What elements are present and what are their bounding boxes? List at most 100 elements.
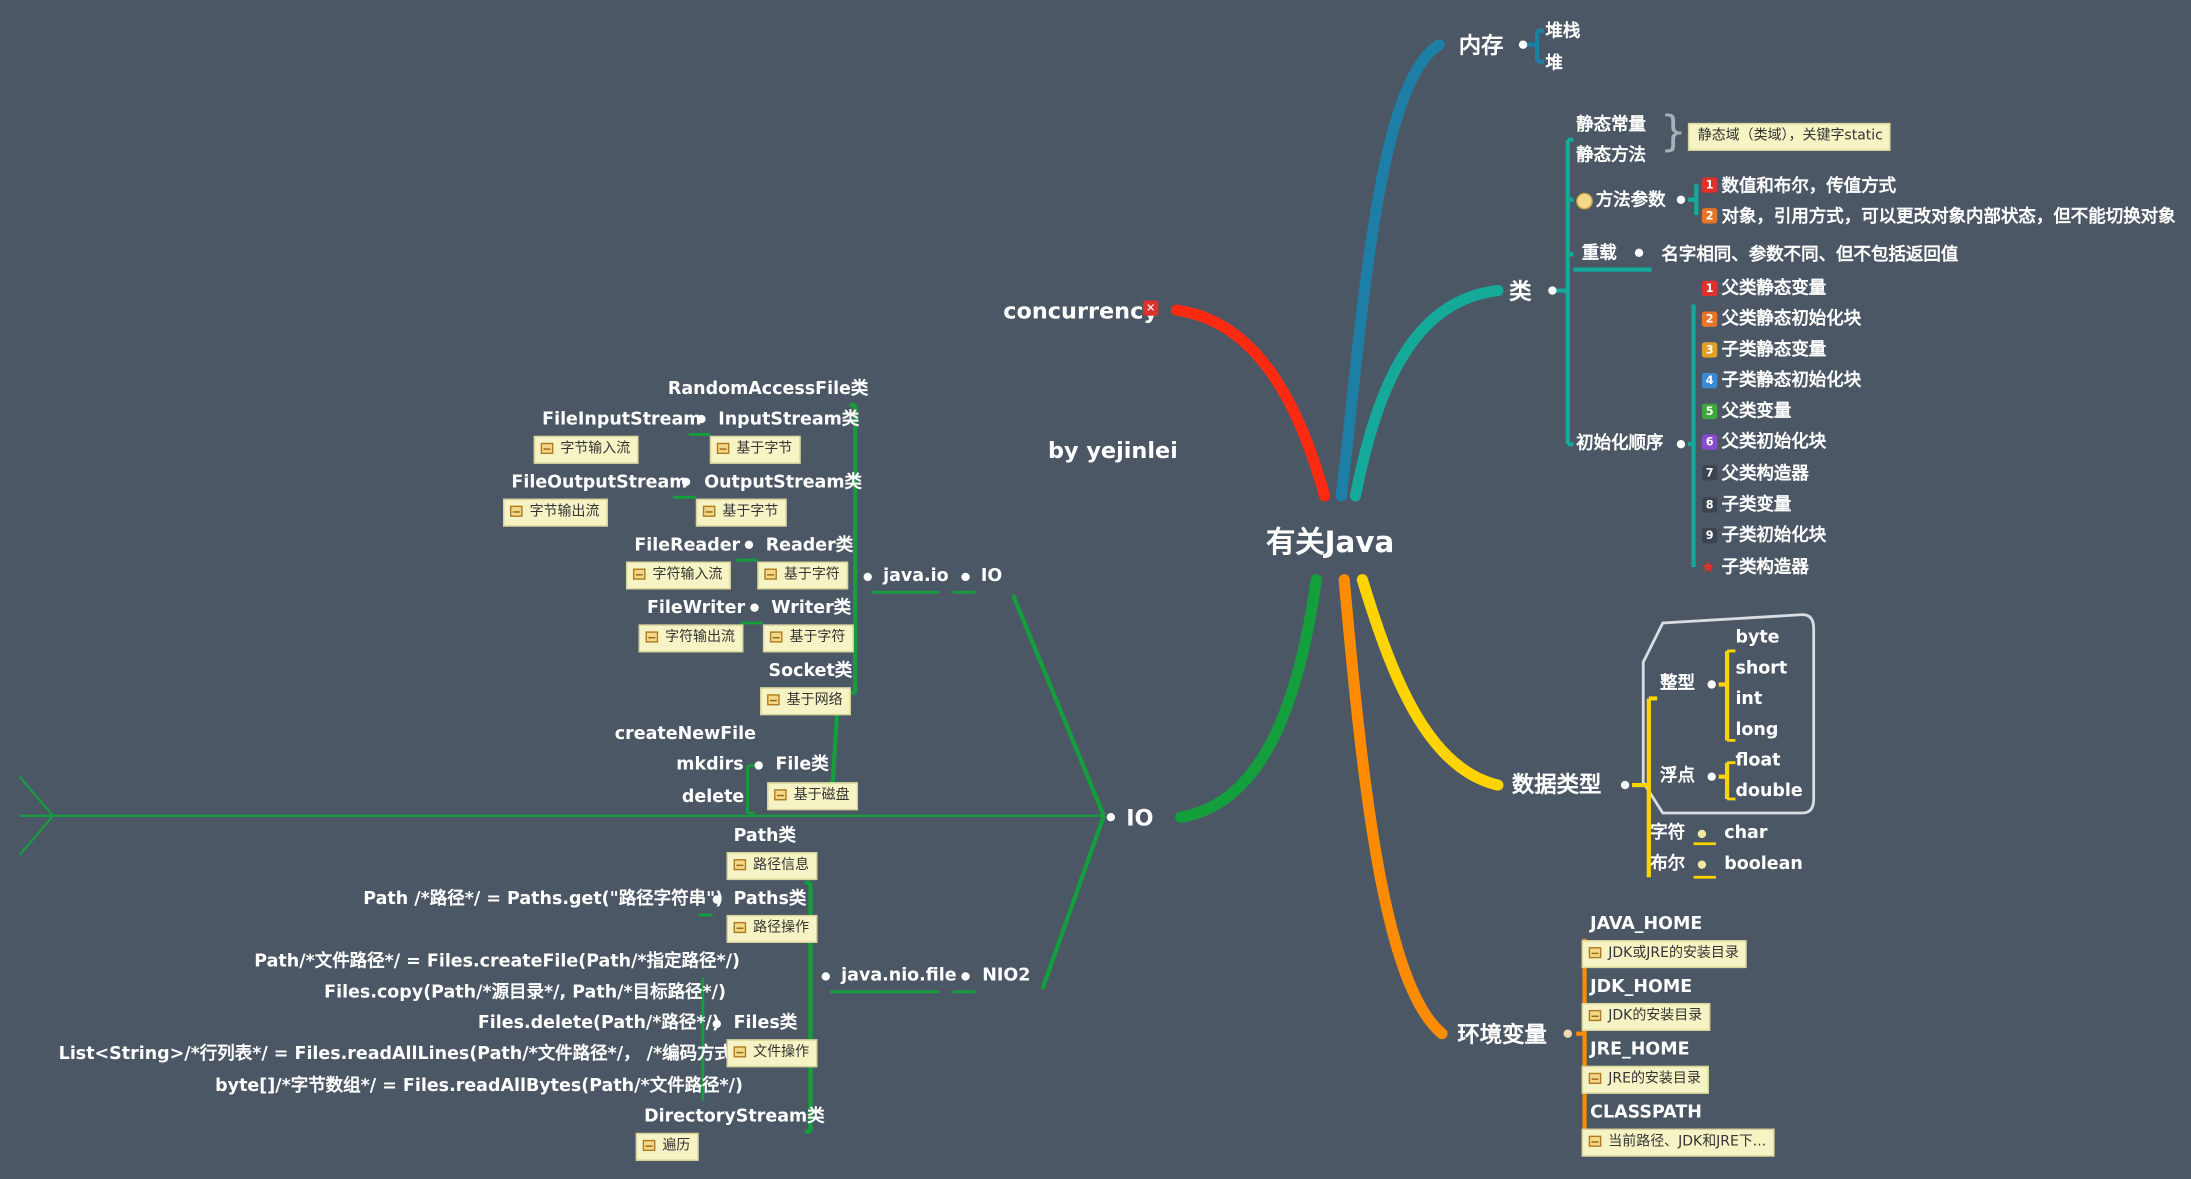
collapse-dot-icon[interactable] bbox=[1548, 286, 1557, 295]
char-group[interactable]: 字符 bbox=[1650, 821, 1686, 843]
files-class[interactable]: Files类 bbox=[733, 1011, 798, 1033]
path-class[interactable]: Path类 bbox=[733, 824, 796, 846]
env-name[interactable]: CLASSPATH bbox=[1590, 1100, 1702, 1122]
int-type[interactable]: int bbox=[1735, 687, 1763, 709]
topic-class[interactable]: 类 bbox=[1509, 277, 1532, 305]
init-item[interactable]: 子类静态变量 bbox=[1721, 338, 1827, 360]
static-method[interactable]: 静态方法 bbox=[1576, 143, 1647, 165]
topic-io[interactable]: IO bbox=[1126, 804, 1154, 832]
topic-datatypes[interactable]: 数据类型 bbox=[1511, 771, 1602, 798]
io-sub[interactable]: IO bbox=[980, 564, 1003, 586]
collapse-dot-icon[interactable] bbox=[750, 603, 759, 612]
method-params[interactable]: 方法参数 bbox=[1595, 188, 1666, 210]
float-group[interactable]: 浮点 bbox=[1659, 764, 1695, 786]
topic-concurrency[interactable]: concurrency bbox=[1003, 297, 1158, 325]
topic-memory[interactable]: 内存 bbox=[1458, 32, 1504, 59]
collapse-dot-icon[interactable] bbox=[1518, 40, 1528, 49]
env-name[interactable]: JDK_HOME bbox=[1590, 975, 1693, 996]
files-code[interactable]: Files.delete(Path/*路径*/) bbox=[477, 1011, 720, 1033]
int-type[interactable]: long bbox=[1735, 718, 1779, 739]
collapse-dot-icon[interactable] bbox=[754, 761, 763, 770]
int-group[interactable]: 整型 bbox=[1659, 671, 1695, 693]
file-op[interactable]: createNewFile bbox=[614, 722, 756, 744]
collapse-dot-icon[interactable] bbox=[961, 572, 970, 582]
file-class[interactable]: File类 bbox=[775, 752, 829, 774]
file-output-stream[interactable]: FileOutputStream bbox=[511, 470, 688, 492]
param-item[interactable]: 数值和布尔，传值方式 bbox=[1721, 174, 1897, 196]
collapse-dot-icon[interactable] bbox=[1707, 680, 1716, 689]
collapse-dot-icon[interactable] bbox=[1676, 195, 1686, 204]
collapse-dot-icon[interactable] bbox=[1707, 772, 1716, 781]
bool-type[interactable]: boolean bbox=[1724, 852, 1803, 874]
file-op[interactable]: mkdirs bbox=[676, 752, 744, 774]
collapse-dot-icon[interactable] bbox=[1634, 248, 1644, 258]
file-writer[interactable]: FileWriter bbox=[646, 596, 746, 618]
collapse-dot-icon[interactable] bbox=[712, 1019, 722, 1029]
collapse-dot-icon[interactable] bbox=[1697, 860, 1707, 869]
collapse-dot-icon[interactable] bbox=[681, 477, 691, 487]
init-item[interactable]: 父类静态初始化块 bbox=[1721, 307, 1862, 329]
float-type[interactable]: double bbox=[1735, 779, 1803, 801]
init-item[interactable]: 子类静态初始化块 bbox=[1721, 368, 1862, 390]
init-order[interactable]: 初始化顺序 bbox=[1576, 431, 1664, 453]
char-type[interactable]: char bbox=[1724, 821, 1768, 843]
root-topic[interactable]: 有关Java bbox=[1265, 525, 1395, 559]
collapse-dot-icon[interactable] bbox=[1106, 812, 1116, 822]
file-input-stream[interactable]: FileInputStream bbox=[542, 407, 702, 429]
env-name[interactable]: JAVA_HOME bbox=[1590, 912, 1703, 934]
overload-desc[interactable]: 名字相同、参数不同、但不包括返回值 bbox=[1661, 243, 1959, 265]
bool-group[interactable]: 布尔 bbox=[1650, 852, 1686, 874]
paths-class[interactable]: Paths类 bbox=[733, 887, 807, 908]
files-code[interactable]: List<String>/*行列表*/ = Files.readAllLines… bbox=[58, 1042, 756, 1064]
env-name[interactable]: JRE_HOME bbox=[1590, 1037, 1690, 1059]
nio2[interactable]: NIO2 bbox=[982, 963, 1031, 985]
fw-note: 字符输出流 bbox=[638, 624, 744, 653]
init-item[interactable]: 子类构造器 bbox=[1721, 555, 1809, 577]
reader[interactable]: Reader类 bbox=[765, 533, 854, 555]
init-item[interactable]: 父类静态变量 bbox=[1721, 276, 1827, 298]
output-stream[interactable]: OutputStream类 bbox=[704, 470, 863, 492]
int-type[interactable]: byte bbox=[1735, 625, 1780, 647]
collapse-dot-icon[interactable] bbox=[863, 572, 872, 582]
init-item[interactable]: 父类初始化块 bbox=[1721, 430, 1827, 452]
collapse-dot-icon[interactable] bbox=[1676, 440, 1686, 449]
collapse-dot-icon[interactable] bbox=[821, 972, 830, 981]
files-code[interactable]: Path/*文件路径*/ = Files.createFile(Path/*指定… bbox=[254, 949, 741, 971]
collapse-dot-icon[interactable] bbox=[697, 414, 706, 424]
files-code[interactable]: Files.copy(Path/*源目录*/, Path/*目标路径*/) bbox=[324, 980, 727, 1002]
collapse-dot-icon[interactable] bbox=[1563, 1029, 1572, 1038]
priority-9-icon: 9 bbox=[1701, 528, 1718, 544]
input-stream[interactable]: InputStream类 bbox=[718, 407, 860, 429]
collapse-dot-icon[interactable] bbox=[961, 972, 970, 981]
file-reader[interactable]: FileReader bbox=[634, 533, 741, 555]
int-type[interactable]: short bbox=[1735, 656, 1788, 678]
topic-env[interactable]: 环境变量 bbox=[1457, 1021, 1547, 1048]
init-item[interactable]: 子类初始化块 bbox=[1721, 523, 1827, 545]
java-io[interactable]: java.io bbox=[883, 564, 949, 586]
init-item[interactable]: 父类构造器 bbox=[1721, 462, 1809, 484]
collapse-dot-icon[interactable] bbox=[744, 540, 754, 549]
class-branch bbox=[1349, 284, 1504, 502]
writer[interactable]: Writer类 bbox=[771, 596, 852, 618]
java-nio-file[interactable]: java.nio.file bbox=[841, 963, 957, 985]
init-item[interactable]: 子类变量 bbox=[1721, 493, 1792, 515]
random-access-file[interactable]: RandomAccessFile类 bbox=[667, 377, 869, 399]
socket[interactable]: Socket类 bbox=[768, 659, 853, 681]
file-op[interactable]: delete bbox=[681, 785, 745, 807]
files-code[interactable]: byte[]/*字节数组*/ = Files.readAllBytes(Path… bbox=[215, 1074, 744, 1096]
memory-item[interactable]: 堆 bbox=[1545, 51, 1563, 73]
file-note: 基于磁盘 bbox=[767, 782, 858, 811]
collapse-dot-icon[interactable] bbox=[1697, 829, 1707, 839]
author-label: by yejinlei bbox=[1047, 437, 1178, 464]
collapse-dot-icon[interactable] bbox=[712, 895, 722, 904]
overload[interactable]: 重载 bbox=[1581, 241, 1617, 263]
paths-code[interactable]: Path /*路径*/ = Paths.get("路径字符串") bbox=[363, 887, 724, 908]
init-item[interactable]: 父类变量 bbox=[1721, 399, 1792, 421]
float-type[interactable]: float bbox=[1735, 748, 1781, 770]
note-icon bbox=[1588, 947, 1602, 959]
static-const[interactable]: 静态常量 bbox=[1576, 113, 1647, 135]
param-item[interactable]: 对象，引用方式，可以更改对象内部状态，但不能切换对象 bbox=[1721, 205, 2176, 227]
collapse-dot-icon[interactable] bbox=[1620, 780, 1630, 790]
memory-item[interactable]: 堆栈 bbox=[1545, 19, 1581, 41]
directory-stream[interactable]: DirectoryStream类 bbox=[644, 1104, 825, 1126]
